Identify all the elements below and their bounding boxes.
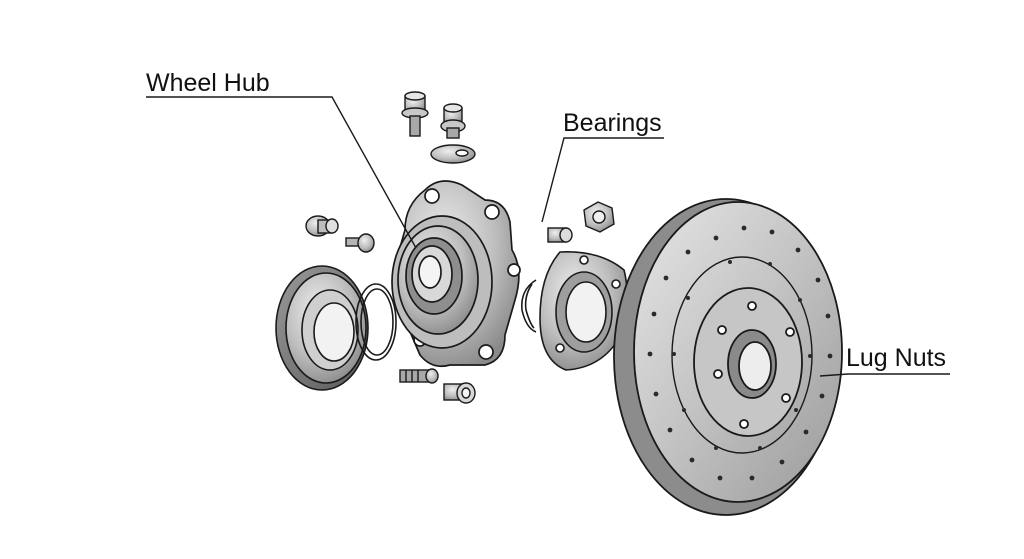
bearing-nut-small: [547, 227, 573, 243]
hub-bolt-1: [401, 91, 429, 137]
lug-nut-left: [305, 215, 339, 237]
brake-rotor: [613, 198, 843, 516]
leader-lug-nuts: [819, 373, 950, 377]
bearing-nut-hex: [583, 201, 615, 233]
label-lug-nuts: Lug Nuts: [846, 344, 947, 372]
leader-wheel-hub: [146, 96, 417, 249]
wheel-stud-bottom: [399, 368, 439, 384]
seal-ring: [275, 265, 369, 391]
bearing-carrier: [539, 251, 628, 371]
retaining-clip: [520, 279, 537, 333]
wheel-stud-small: [345, 233, 375, 253]
callout-lines: [146, 96, 950, 377]
lug-nut-bottom: [443, 382, 476, 404]
label-bearings: Bearings: [563, 109, 662, 137]
leader-bearings: [541, 137, 664, 223]
washer-top: [430, 144, 476, 164]
wheel-hub-flange: [391, 180, 521, 368]
snap-ring: [355, 283, 397, 361]
label-wheel-hub: Wheel Hub: [146, 69, 270, 97]
hub-bolt-2: [440, 103, 466, 139]
